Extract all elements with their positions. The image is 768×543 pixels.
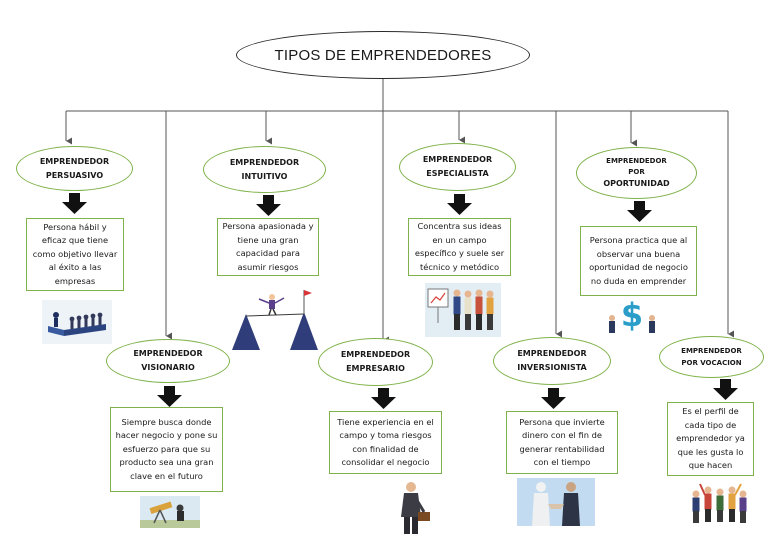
description-persuasivo: Persona hábil y eficaz que tiene como ob… xyxy=(26,218,124,291)
node-label-line2: POR VOCACION xyxy=(681,359,742,367)
down-arrow-icon xyxy=(447,194,472,215)
node-label-line1: EMPRENDEDOR xyxy=(681,347,742,355)
dollar-sign-icon: $ xyxy=(604,296,660,338)
diagram-title: TIPOS DE EMPRENDEDORES xyxy=(236,31,530,79)
down-arrow-icon xyxy=(713,379,738,400)
description-visionario: Siempre busca donde hacer negocio y pone… xyxy=(110,407,223,492)
node-visionario: EMPRENDEDOR VISIONARIO xyxy=(106,339,230,383)
description-empresario: Tiene experiencia en el campo y toma rie… xyxy=(329,411,442,474)
node-vocacion: EMPRENDEDOR POR VOCACION xyxy=(659,336,764,378)
podium-team-icon xyxy=(42,300,112,344)
node-persuasivo: EMPRENDEDOR PERSUASIVO xyxy=(16,146,133,191)
down-arrow-icon xyxy=(541,388,566,409)
node-label-line1: EMPRENDEDOR xyxy=(606,157,667,165)
presentation-team-icon xyxy=(425,283,501,337)
node-label-line1: EMPRENDEDOR xyxy=(422,155,493,164)
description-vocacion: Es el perfil de cada tipo de emprendedor… xyxy=(667,402,754,476)
node-label-line3: OPORTUNIDAD xyxy=(603,179,670,188)
node-label-line1: EMPRENDEDOR xyxy=(340,350,411,359)
down-arrow-icon xyxy=(371,388,396,409)
node-label-line1: EMPRENDEDOR xyxy=(229,157,300,167)
node-label-line2: VISIONARIO xyxy=(141,363,195,372)
node-label-line1: EMPRENDEDOR xyxy=(133,349,203,358)
down-arrows xyxy=(62,193,738,409)
down-arrow-icon xyxy=(256,195,281,216)
node-label-line2: ESPECIALISTA xyxy=(426,169,489,178)
down-arrow-icon xyxy=(62,193,87,214)
description-intuitivo: Persona apasionada y tiene una gran capa… xyxy=(217,218,319,276)
node-label-line2: POR xyxy=(628,168,645,176)
team-celebration-icon xyxy=(686,478,750,528)
node-empresario: EMPRENDEDOR EMPRESARIO xyxy=(318,338,433,386)
telescope-icon xyxy=(140,496,200,528)
down-arrow-icon xyxy=(627,201,652,222)
node-oportunidad: EMPRENDEDOR POR OPORTUNIDAD xyxy=(576,147,697,199)
handshake-icon xyxy=(517,478,595,526)
node-intuitivo: EMPRENDEDOR INTUITIVO xyxy=(203,146,326,193)
description-inversionista: Persona que invierte dinero con el fin d… xyxy=(506,411,618,474)
node-label-line2: PERSUASIVO xyxy=(45,170,104,180)
node-especialista: EMPRENDEDOR ESPECIALISTA xyxy=(399,143,516,191)
node-label-line2: INTUITIVO xyxy=(241,171,288,181)
node-label-line2: INVERSIONISTA xyxy=(517,363,587,372)
businessman-icon xyxy=(384,478,438,540)
svg-text:$: $ xyxy=(621,296,643,334)
node-label-line1: EMPRENDEDOR xyxy=(39,156,110,166)
description-especialista: Concentra sus ideas en un campo específi… xyxy=(408,218,511,276)
node-label-line2: EMPRESARIO xyxy=(346,364,405,373)
node-label-line1: EMPRENDEDOR xyxy=(517,349,587,358)
down-arrow-icon xyxy=(157,386,182,407)
node-inversionista: EMPRENDEDOR INVERSIONISTA xyxy=(493,337,611,385)
tightrope-icon xyxy=(232,284,318,350)
description-oportunidad: Persona practica que al observar una bue… xyxy=(580,226,697,296)
